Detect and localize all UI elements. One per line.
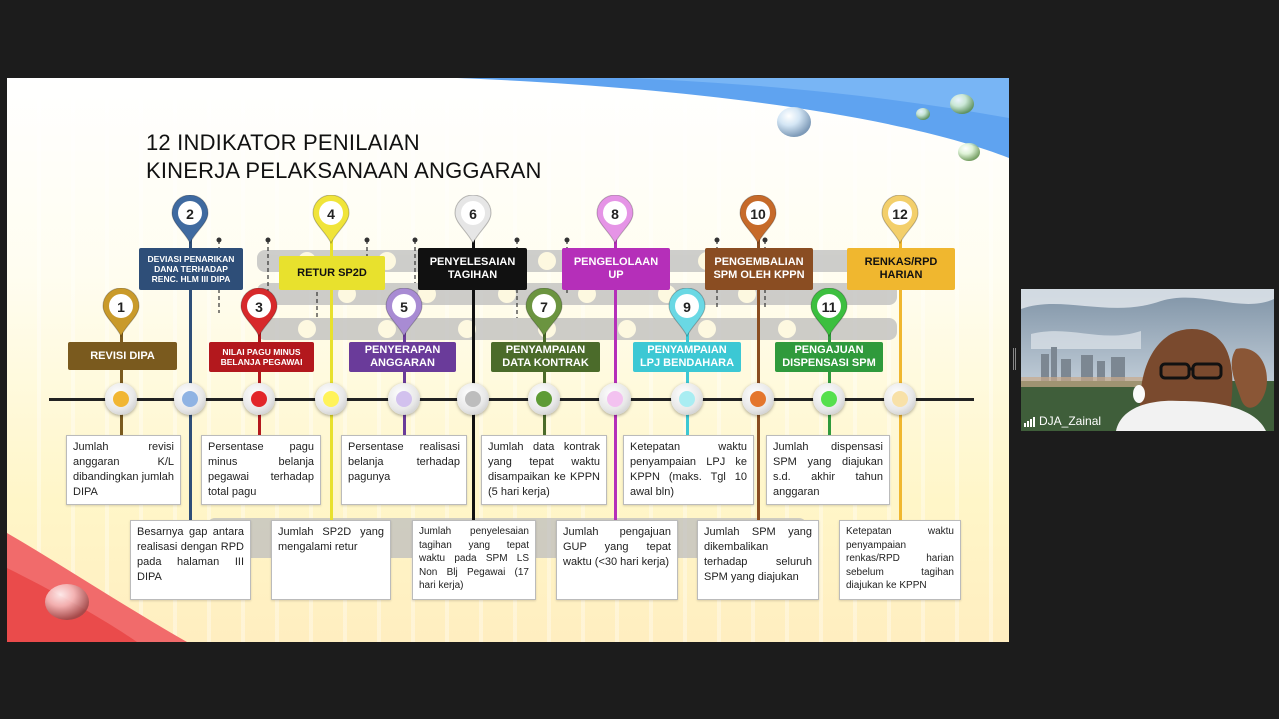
indicator-2-description: Besarnya gap antara realisasi dengan RPD… xyxy=(130,520,251,600)
indicator-7-node xyxy=(528,383,560,415)
indicator-4-pin-icon: 4 xyxy=(311,194,351,245)
indicator-11-number: 11 xyxy=(821,299,837,315)
indicator-7-label: PENYAMPAIAN DATA KONTRAK xyxy=(491,342,600,372)
indicator-3-node xyxy=(243,383,275,415)
indicator-8-pin-icon: 8 xyxy=(595,194,635,245)
indicator-2-pin-icon: 2 xyxy=(170,194,210,245)
indicator-5-description: Persentase realisasi belanja terhadap pa… xyxy=(341,435,467,505)
indicator-8-connector xyxy=(614,235,617,528)
indicator-2-connector xyxy=(189,235,192,528)
indicator-7-description: Jumlah data kontrak yang tepat waktu dis… xyxy=(481,435,607,505)
indicator-12-node xyxy=(884,383,916,415)
indicator-4-label: RETUR SP2D xyxy=(279,256,385,290)
indicator-9-number: 9 xyxy=(683,299,691,315)
shared-slide: 12 INDIKATOR PENILAIAN KINERJA PELAKSANA… xyxy=(7,78,1009,642)
indicator-1-node xyxy=(105,383,137,415)
participant-name: DJA_Zainal xyxy=(1039,414,1102,428)
indicator-7-number: 7 xyxy=(540,299,548,315)
indicator-12-pin-icon: 12 xyxy=(880,194,920,245)
indicator-8-description: Jumlah pengajuan GUP yang tepat waktu (<… xyxy=(556,520,678,600)
indicator-10-description: Jumlah SPM yang dikembalikan terhadap se… xyxy=(697,520,819,600)
panel-resize-handle[interactable] xyxy=(1013,348,1017,370)
indicator-12-connector xyxy=(899,235,902,528)
indicator-9-label: PENYAMPAIAN LPJ BENDAHARA xyxy=(633,342,741,372)
indicator-5-node xyxy=(388,383,420,415)
indicator-1-number: 1 xyxy=(117,299,125,315)
indicator-10-number: 10 xyxy=(750,206,766,222)
timeline-axis xyxy=(49,398,974,401)
indicator-6-node xyxy=(457,383,489,415)
indicator-12-label: RENKAS/RPD HARIAN xyxy=(847,248,955,290)
indicator-7-pin-icon: 7 xyxy=(524,287,564,338)
indicator-11-label: PENGAJUAN DISPENSASI SPM xyxy=(775,342,883,372)
participant-name-tag: DJA_Zainal xyxy=(1024,414,1101,428)
participant-video[interactable] xyxy=(1021,289,1274,431)
indicator-4-node xyxy=(315,383,347,415)
slide-title-line2: KINERJA PELAKSANAAN ANGGARAN xyxy=(146,158,542,183)
indicator-3-label: NILAI PAGU MINUS BELANJA PEGAWAI xyxy=(209,342,314,372)
indicator-11-description: Jumlah dispensasi SPM yang diajukan s.d.… xyxy=(766,435,890,505)
indicator-6-connector xyxy=(472,235,475,528)
indicator-6-number: 6 xyxy=(469,206,477,222)
indicator-1-pin-icon: 1 xyxy=(101,287,141,338)
indicator-9-node xyxy=(671,383,703,415)
indicator-10-node xyxy=(742,383,774,415)
indicator-3-number: 3 xyxy=(255,299,263,315)
indicator-6-label: PENYELESAIAN TAGIHAN xyxy=(418,248,527,290)
indicator-6-description: Jumlah penyelesaian tagihan yang tepat w… xyxy=(412,520,536,600)
indicator-9-description: Ketepatan waktu penyampaian LPJ ke KPPN … xyxy=(623,435,754,505)
indicator-4-description: Jumlah SP2D yang mengalami retur xyxy=(271,520,391,600)
indicator-1-label: REVISI DIPA xyxy=(68,342,177,370)
indicator-4-connector xyxy=(330,235,333,528)
indicator-3-description: Persentase pagu minus belanja pegawai te… xyxy=(201,435,321,505)
slide-title-line1: 12 INDIKATOR PENILAIAN xyxy=(146,130,420,155)
signal-strength-icon xyxy=(1024,416,1035,427)
indicator-10-label: PENGEMBALIAN SPM OLEH KPPN xyxy=(705,248,813,290)
indicator-12-number: 12 xyxy=(892,206,908,222)
indicator-9-pin-icon: 9 xyxy=(667,287,707,338)
indicator-8-number: 8 xyxy=(611,206,619,222)
indicator-3-pin-icon: 3 xyxy=(239,287,279,338)
indicator-1-description: Jumlah revisi anggaran K/L dibandingkan … xyxy=(66,435,181,505)
indicator-11-node xyxy=(813,383,845,415)
indicator-10-pin-icon: 10 xyxy=(738,194,778,245)
indicator-5-pin-icon: 5 xyxy=(384,287,424,338)
indicator-11-pin-icon: 11 xyxy=(809,287,849,338)
indicator-2-label: DEVIASI PENARIKAN DANA TERHADAP RENC. HL… xyxy=(139,248,243,290)
indicator-12-description: Ketepatan waktu penyampaian renkas/RPD h… xyxy=(839,520,961,600)
indicator-8-node xyxy=(599,383,631,415)
indicator-10-connector xyxy=(757,235,760,528)
indicator-6-pin-icon: 6 xyxy=(453,194,493,245)
indicator-8-label: PENGELOLAAN UP xyxy=(562,248,670,290)
indicator-5-number: 5 xyxy=(400,299,408,315)
indicator-4-number: 4 xyxy=(327,206,335,222)
slide-decoration xyxy=(7,78,1009,642)
video-frame xyxy=(1021,289,1274,431)
indicator-5-label: PENYERAPAN ANGGARAN xyxy=(349,342,456,372)
indicator-2-number: 2 xyxy=(186,206,194,222)
indicator-2-node xyxy=(174,383,206,415)
